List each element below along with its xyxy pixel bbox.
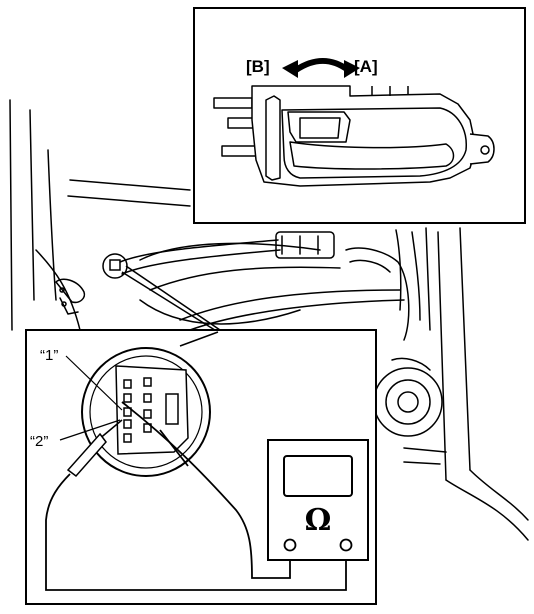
direction-a-label: [A] — [354, 57, 378, 76]
callout-lines — [121, 265, 221, 333]
door-panel-background — [9, 99, 529, 541]
door-switch-location — [102, 253, 128, 279]
door-handle-inset: [B] [A] — [193, 7, 526, 224]
direction-b-label: [B] — [246, 57, 270, 76]
connector-test-inset: “1” “2” Ω — [25, 329, 377, 605]
terminal-1-label: “1” — [40, 347, 58, 364]
test-probe — [66, 419, 123, 478]
switch-connector — [115, 365, 189, 455]
test-leads — [45, 401, 347, 591]
ohmmeter-icon: Ω — [267, 439, 369, 561]
ohmmeter-symbol: Ω — [305, 503, 332, 538]
door-handle-icon — [213, 85, 495, 187]
double-arrow-icon — [282, 58, 360, 78]
terminal-2-label: “2” — [30, 433, 48, 450]
